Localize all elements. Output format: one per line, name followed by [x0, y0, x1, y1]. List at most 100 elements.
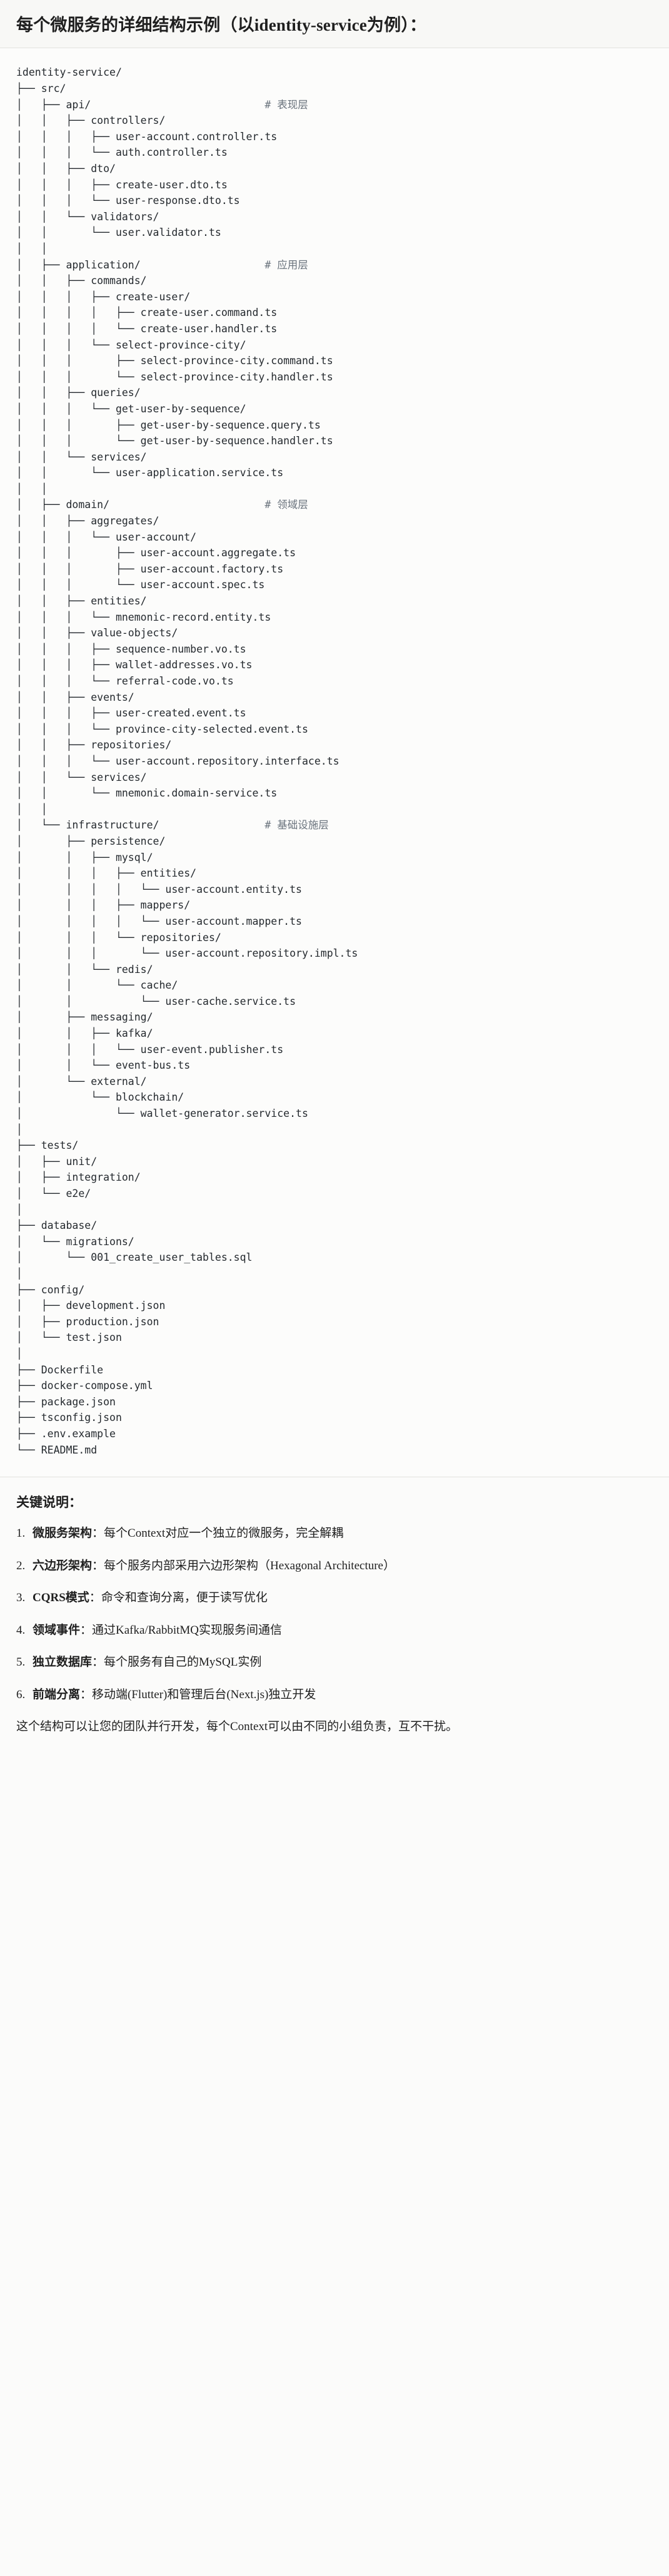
key-note-item: 前端分离：移动端(Flutter)和管理后台(Next.js)独立开发	[16, 1686, 653, 1704]
tree-row: │ │ │ ├── get-user-by-sequence.query.ts	[16, 417, 653, 434]
tree-row: │ │ ├── kafka/	[16, 1026, 653, 1042]
tree-path: │ │ │ └── user-account/	[16, 531, 197, 543]
tree-row: │ │ │ └── select-province-city.handler.t…	[16, 369, 653, 385]
tree-row: │ ├── production.json	[16, 1314, 653, 1330]
tree-path: │ │ │ ├── user-account.aggregate.ts	[16, 547, 296, 559]
tree-path: │ │ │ ├── sequence-number.vo.ts	[16, 643, 246, 655]
tree-row: │ │ └── services/	[16, 770, 653, 786]
tree-path: │ │ │ └── user-response.dto.ts	[16, 195, 240, 207]
tree-row: │ └── migrations/	[16, 1234, 653, 1250]
tree-path: │ │ │ └── auth.controller.ts	[16, 146, 228, 159]
tree-row: │ │ │ └── mnemonic-record.entity.ts	[16, 609, 653, 626]
tree-row: │ │	[16, 802, 653, 818]
tree-path: │ └── wallet-generator.service.ts	[16, 1107, 308, 1120]
key-note-text: 每个服务有自己的MySQL实例	[104, 1656, 262, 1669]
key-note-separator: ：	[92, 1559, 104, 1572]
key-note-separator: ：	[92, 1527, 104, 1540]
tree-comment-gap	[109, 499, 264, 511]
tree-row: identity-service/	[16, 64, 653, 81]
tree-path: │ │ │ ├── get-user-by-sequence.query.ts	[16, 419, 321, 431]
tree-path: │ │	[16, 803, 48, 815]
tree-row: │ │ │ │ └── user-account.mapper.ts	[16, 914, 653, 930]
tree-row: ├── database/	[16, 1218, 653, 1234]
tree-row: │ └── test.json	[16, 1330, 653, 1346]
tree-row: │ │ │ │ └── create-user.handler.ts	[16, 321, 653, 337]
key-notes-title: 关键说明：	[16, 1495, 82, 1510]
tree-path: │ │ └── services/	[16, 451, 147, 463]
tree-comment-gap	[159, 819, 264, 831]
tree-path: ├── tests/	[16, 1139, 79, 1152]
tree-row: │ │ │ ├── create-user/	[16, 289, 653, 305]
key-notes-section: 关键说明： 微服务架构：每个Context对应一个独立的微服务，完全解耦六边形架…	[0, 1477, 669, 1749]
tree-row: │ │ └── user-application.service.ts	[16, 465, 653, 481]
tree-row: │ │	[16, 481, 653, 497]
tree-path: │ │ │ │ └── user-account.mapper.ts	[16, 915, 302, 927]
key-note-term: CQRS模式	[33, 1591, 89, 1605]
tree-row: │	[16, 1346, 653, 1362]
directory-tree-block: identity-service/ ├── src/ │ ├── api/ # …	[0, 48, 669, 1478]
tree-comment: # 基础设施层	[264, 819, 329, 832]
tree-path: │ │ ├── repositories/	[16, 739, 172, 751]
tree-row: │ │ ├── mysql/	[16, 850, 653, 866]
tree-path: │ │ │ └── select-province-city/	[16, 339, 246, 351]
tree-row: │ └── e2e/	[16, 1186, 653, 1202]
tree-comment-gap	[141, 259, 265, 271]
tree-path: │ └── migrations/	[16, 1235, 134, 1248]
tree-path: │ │ └── user-application.service.ts	[16, 467, 284, 479]
tree-path: │ │ │ └── mnemonic-record.entity.ts	[16, 611, 271, 623]
key-note-term: 领域事件	[33, 1623, 81, 1637]
tree-path: │ ├── production.json	[16, 1315, 159, 1328]
tree-row: │ │ │ ├── wallet-addresses.vo.ts	[16, 657, 653, 673]
tree-row: │ │ ├── repositories/	[16, 737, 653, 753]
key-note-text: 通过Kafka/RabbitMQ实现服务间通信	[92, 1623, 283, 1637]
tree-path: │ └── external/	[16, 1075, 147, 1087]
tree-row: │ │ │ │ ├── create-user.command.ts	[16, 305, 653, 321]
footer-spacer	[0, 1749, 669, 1758]
tree-row: │ │	[16, 241, 653, 257]
tree-row: │ │ │ ├── user-created.event.ts	[16, 705, 653, 721]
tree-row: ├── Dockerfile	[16, 1362, 653, 1378]
tree-path: │ │ ├── entities/	[16, 595, 147, 608]
tree-path: │ │ └── event-bus.ts	[16, 1059, 191, 1072]
tree-row: │ │ │ ├── select-province-city.command.t…	[16, 353, 653, 369]
tree-row: ├── tsconfig.json	[16, 1410, 653, 1426]
tree-path: │ │ ├── aggregates/	[16, 515, 159, 527]
tree-row: │ └── wallet-generator.service.ts	[16, 1106, 653, 1122]
key-note-term: 微服务架构	[33, 1527, 93, 1540]
tree-row: │ │ └── redis/	[16, 962, 653, 978]
tree-row: │ │ │ └── user-response.dto.ts	[16, 193, 653, 209]
tree-comment: # 表现层	[264, 98, 308, 111]
tree-row: │ │ │ └── user-account/	[16, 529, 653, 546]
tree-row: │ │ │ └── auth.controller.ts	[16, 145, 653, 161]
tree-path: │	[16, 1267, 23, 1280]
tree-path: ├── database/	[16, 1219, 98, 1232]
tree-path: │ │ ├── controllers/	[16, 115, 166, 127]
tree-path: │ ├── integration/	[16, 1171, 141, 1184]
tree-row: └── README.md	[16, 1442, 653, 1459]
tree-row: ├── config/	[16, 1282, 653, 1298]
page-title: 每个微服务的详细结构示例（以identity-service为例）：	[16, 16, 427, 34]
tree-path: │ └── infrastructure/	[16, 819, 159, 832]
tree-row: │ ├── application/ # 应用层	[16, 257, 653, 273]
tree-row: │ │ │ │ └── user-account.entity.ts	[16, 882, 653, 898]
directory-tree: identity-service/ ├── src/ │ ├── api/ # …	[16, 64, 653, 1458]
tree-row: ├── .env.example	[16, 1426, 653, 1442]
tree-comment: # 领域层	[264, 499, 308, 511]
tree-row: │ ├── domain/ # 领域层	[16, 497, 653, 513]
tree-path: │ │ │ └── get-user-by-sequence.handler.t…	[16, 435, 333, 447]
tree-row: │ └── 001_create_user_tables.sql	[16, 1250, 653, 1266]
tree-path: │ │ └── user.validator.ts	[16, 227, 221, 239]
tree-row: ├── package.json	[16, 1394, 653, 1410]
tree-row: │ │ │ ├── user-account.factory.ts	[16, 561, 653, 578]
tree-row: │ │ │ ├── create-user.dto.ts	[16, 177, 653, 193]
tree-path: │ │ │ └── user-account.spec.ts	[16, 579, 265, 591]
tree-path: ├── docker-compose.yml	[16, 1380, 153, 1392]
tree-row: │ │ └── validators/	[16, 209, 653, 225]
tree-row: │ │ │ └── get-user-by-sequence.handler.t…	[16, 433, 653, 449]
tree-row: │	[16, 1266, 653, 1282]
tree-path: │ ├── development.json	[16, 1300, 166, 1312]
tree-path: │ │	[16, 482, 48, 495]
tree-row: │ │ │ └── repositories/	[16, 930, 653, 946]
key-note-item: 独立数据库：每个服务有自己的MySQL实例	[16, 1653, 653, 1672]
tree-path: │ │ │ ├── user-account.factory.ts	[16, 563, 284, 575]
